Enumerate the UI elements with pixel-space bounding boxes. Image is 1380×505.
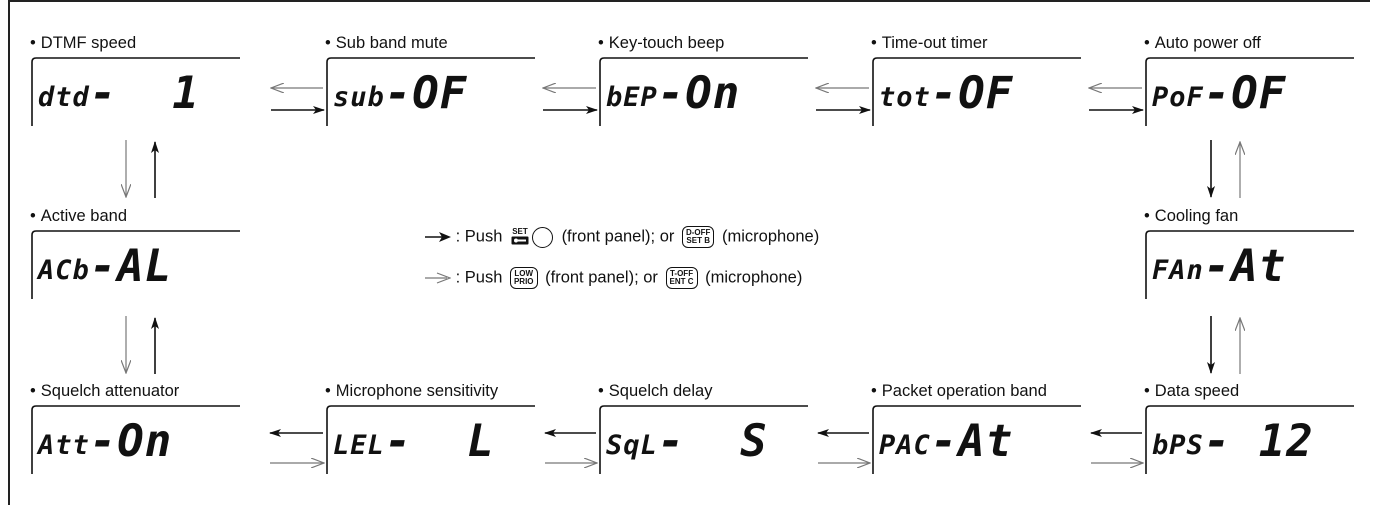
- lcd-display: LEL- L: [325, 405, 535, 474]
- lcd-small-text: bEP: [606, 82, 658, 113]
- lcd-small-text: PAC: [879, 430, 931, 461]
- label-text: Sub band mute: [335, 34, 448, 52]
- setting-label: •Active band: [30, 207, 127, 226]
- lcd-small-text: LEL: [333, 430, 385, 461]
- lcd-display: sub-OF: [325, 57, 535, 126]
- lcd-big-text: - 1: [89, 68, 200, 119]
- label-text: Key-touch beep: [608, 34, 725, 52]
- lcd-small-text: ACb: [38, 255, 90, 286]
- legend-forward-prefix: : Push: [455, 227, 503, 246]
- bullet: •: [30, 207, 36, 225]
- lcd-big-text: - S: [657, 416, 768, 467]
- label-text: Packet operation band: [881, 382, 1047, 400]
- lcd-big-text: - 12: [1203, 416, 1314, 467]
- setting-label: •Cooling fan: [1144, 207, 1238, 226]
- label-text: DTMF speed: [40, 34, 137, 52]
- setting-label: •Data speed: [1144, 382, 1239, 401]
- bullet: •: [325, 34, 331, 52]
- lcd-display: tot-OF: [871, 57, 1081, 126]
- lcd-big-text: -OF: [1203, 68, 1287, 119]
- setting-label: •Squelch delay: [598, 382, 712, 401]
- lcd-display: SqL- S: [598, 405, 808, 474]
- label-text: Microphone sensitivity: [335, 382, 499, 400]
- lcd-small-text: PoF: [1152, 82, 1204, 113]
- bullet: •: [871, 382, 877, 400]
- bullet: •: [30, 382, 36, 400]
- lcd-small-text: Att: [38, 430, 90, 461]
- solid-arrow-icon: [425, 232, 451, 242]
- lcd-small-text: bPS: [1152, 430, 1204, 461]
- label-text: Cooling fan: [1154, 207, 1239, 225]
- legend-backward-prefix: : Push: [455, 268, 503, 287]
- lcd-display: bEP-On: [598, 57, 808, 126]
- legend-backward-front-text: (front panel); or: [545, 268, 658, 287]
- label-text: Time-out timer: [881, 34, 988, 52]
- lcd-big-text: -At: [930, 416, 1014, 467]
- set-key-icon: SET: [511, 227, 529, 247]
- lcd-display: Att-On: [30, 405, 240, 474]
- lcd-small-text: SqL: [606, 430, 658, 461]
- lcd-display: bPS- 12: [1144, 405, 1354, 474]
- circle-key-icon: [531, 226, 553, 248]
- bullet: •: [1144, 382, 1150, 400]
- setting-label: •Squelch attenuator: [30, 382, 179, 401]
- bullet: •: [598, 382, 604, 400]
- lcd-small-text: dtd: [38, 82, 90, 113]
- lcd-big-text: -OF: [384, 68, 468, 119]
- lcd-big-text: -On: [89, 416, 173, 467]
- lcd-display: ACb-AL: [30, 230, 240, 299]
- lcd-display: FAn-At: [1144, 230, 1354, 299]
- diagram-frame: [8, 0, 1370, 505]
- legend-forward-front-text: (front panel); or: [561, 227, 675, 246]
- setting-label: •Key-touch beep: [598, 34, 724, 53]
- setting-label: •DTMF speed: [30, 34, 136, 53]
- lcd-big-text: -At: [1203, 241, 1287, 292]
- setting-label: •Packet operation band: [871, 382, 1047, 401]
- label-text: Squelch delay: [608, 382, 713, 400]
- label-text: Squelch attenuator: [40, 382, 180, 400]
- bullet: •: [598, 34, 604, 52]
- lcd-big-text: -On: [657, 68, 741, 119]
- setting-label: •Time-out timer: [871, 34, 988, 53]
- lcd-big-text: -AL: [89, 241, 173, 292]
- label-text: Auto power off: [1154, 34, 1261, 52]
- label-text: Data speed: [1154, 382, 1240, 400]
- lcd-display: PoF-OF: [1144, 57, 1354, 126]
- lcd-display: PAC-At: [871, 405, 1081, 474]
- bullet: •: [1144, 34, 1150, 52]
- setting-label: •Microphone sensitivity: [325, 382, 498, 401]
- bullet: •: [325, 382, 331, 400]
- label-text: Active band: [40, 207, 128, 225]
- open-arrow-icon: [425, 272, 452, 284]
- legend-forward-mic-text: (microphone): [722, 227, 820, 246]
- lcd-small-text: tot: [879, 82, 931, 113]
- setting-label: •Sub band mute: [325, 34, 448, 53]
- bullet: •: [30, 34, 36, 52]
- setting-label: •Auto power off: [1144, 34, 1261, 53]
- legend-backward-mic-text: (microphone): [705, 268, 803, 287]
- lcd-small-text: FAn: [1152, 255, 1204, 286]
- bullet: •: [1144, 207, 1150, 225]
- lcd-big-text: - L: [384, 416, 495, 467]
- bullet: •: [871, 34, 877, 52]
- lcd-big-text: -OF: [930, 68, 1014, 119]
- lcd-display: dtd- 1: [30, 57, 240, 126]
- lcd-small-text: sub: [333, 82, 385, 113]
